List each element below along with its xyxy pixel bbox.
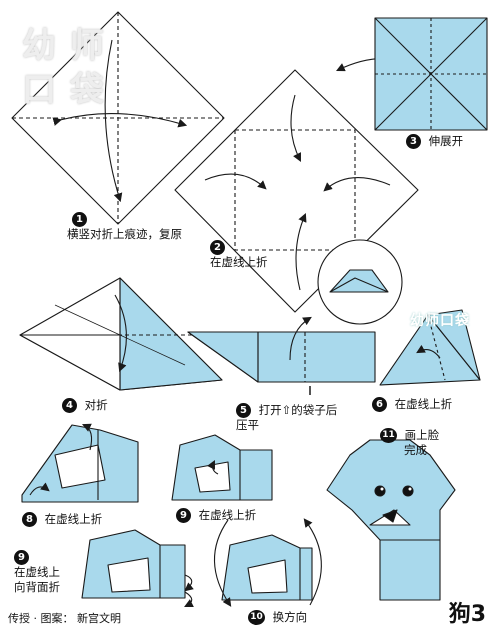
step8-figure (21, 423, 139, 503)
step1-text: 横竖对折上痕迹，复原 (67, 227, 182, 241)
step3-number: 3 (406, 134, 421, 149)
step6-text: 在虚线上折 (394, 397, 453, 411)
step1-figure (11, 11, 225, 225)
step6-number: 6 (372, 397, 387, 412)
watermark-bottom: 口 袋 (22, 70, 105, 110)
step9b-number: 9 (14, 550, 29, 565)
step2-number: 2 (210, 240, 225, 255)
step5-number: 5 (236, 403, 251, 418)
step5-figure (187, 316, 376, 395)
step11-number: 11 (380, 428, 397, 443)
step10-text: 换方向 (272, 610, 308, 624)
watermark-top: 幼 师 (22, 26, 105, 66)
step5-text2: 压平 (236, 418, 259, 432)
step5-text: 打开⇧的袋子后 (258, 403, 338, 417)
step6-figure (379, 309, 481, 386)
step8-label: 8 在虚线上折 (22, 512, 102, 527)
step3-label: 3 伸展开 (406, 134, 463, 149)
step9b-label: 9 在虚线上 向背面折 (14, 550, 60, 595)
step11-label: 11 画上脸 完成 (380, 428, 439, 458)
dog-face-figure (326, 439, 456, 601)
step2-label: 2 在虚线上折 (210, 240, 268, 270)
step4-text: 对折 (84, 398, 108, 412)
step9b-figure (81, 529, 194, 607)
step11-text: 画上脸 (404, 428, 440, 442)
diagram-title: 狗3 (448, 602, 486, 627)
step8-text: 在虚线上折 (44, 512, 103, 526)
step3-text: 伸展开 (428, 134, 464, 148)
credit-line: 传授 · 图案： 新宫文明 (8, 612, 121, 625)
step10-label: 10 换方向 (248, 610, 307, 625)
step10-figure (213, 518, 322, 607)
step9a-figure (171, 434, 273, 501)
step1-number: 1 (72, 212, 87, 227)
step9a-text: 在虚线上折 (198, 508, 257, 522)
step4-figure (19, 277, 223, 391)
step3-figure (374, 17, 488, 131)
step9a-number: 9 (176, 508, 191, 523)
step4-label: 4 对折 (62, 398, 108, 413)
inset-figure (317, 239, 403, 325)
step2-text: 在虚线上折 (210, 255, 268, 269)
step10-number: 10 (248, 610, 265, 625)
watermark-small: 幼师口袋 (410, 313, 470, 329)
step11-text2: 完成 (404, 443, 427, 457)
step5-label: 5 打开⇧的袋子后 压平 (236, 403, 337, 433)
step9b-text2: 向背面折 (14, 580, 60, 594)
step6-label: 6 在虚线上折 (372, 397, 452, 412)
step9b-text: 在虚线上 (14, 565, 60, 579)
step8-number: 8 (22, 512, 37, 527)
step1-label: 1 横竖对折上痕迹，复原 (67, 212, 187, 242)
step9a-label: 9 在虚线上折 (176, 508, 256, 523)
step4-number: 4 (62, 398, 77, 413)
